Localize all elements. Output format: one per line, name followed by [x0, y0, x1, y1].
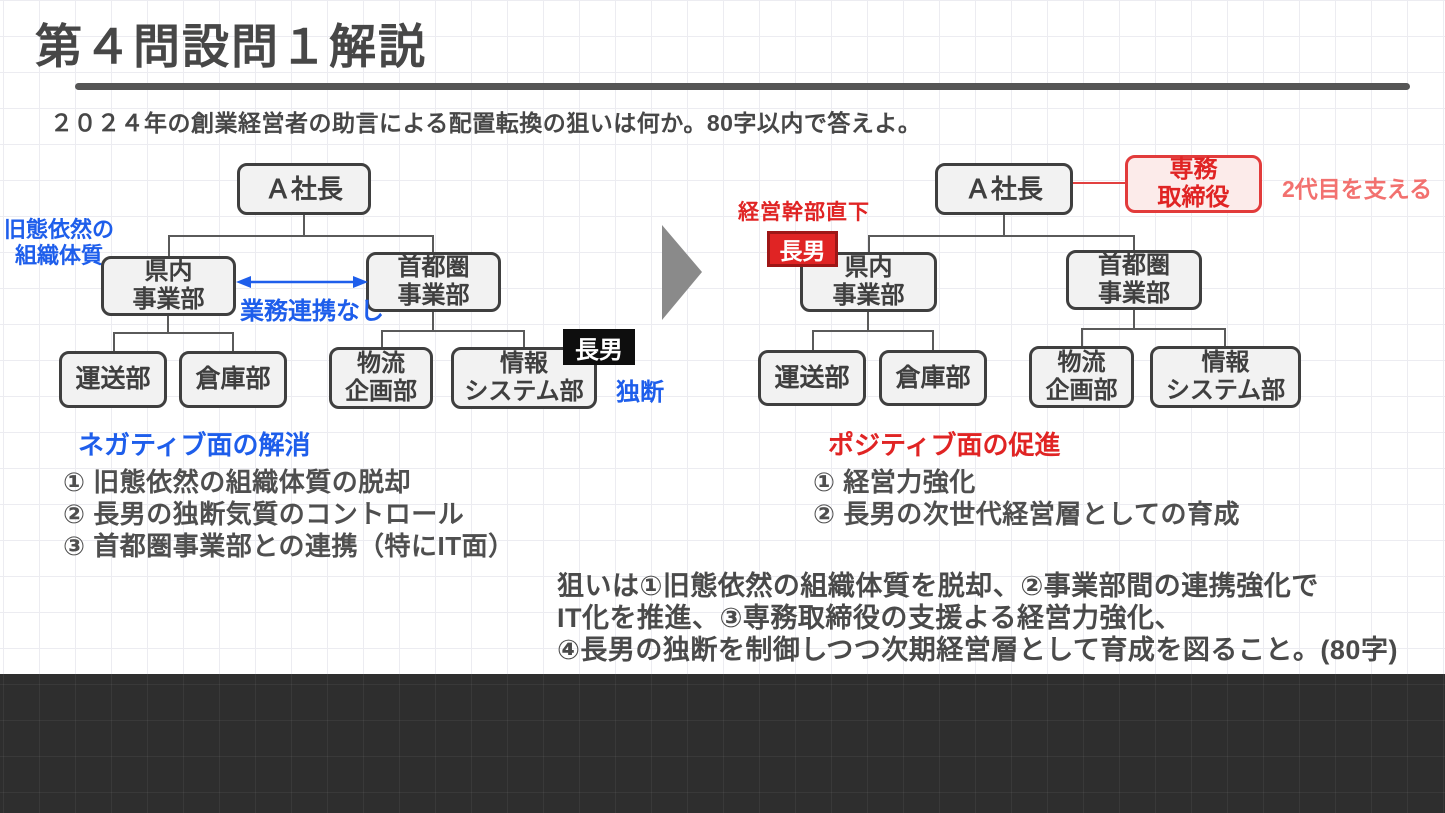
connector-line — [868, 235, 1135, 237]
after-box-joho: 情報 システム部 — [1150, 346, 1301, 408]
connector-line — [867, 312, 869, 330]
connector-line — [812, 330, 934, 332]
before-tag-eldest-son: 長男 — [563, 329, 635, 365]
after-box-shutoken-line1: 首都圏 — [1098, 252, 1170, 280]
after-box-president-label: Ａ社長 — [964, 173, 1043, 204]
after-box-butsuryu: 物流 企画部 — [1029, 346, 1134, 408]
before-box-butsuryu-line1: 物流 — [357, 350, 405, 378]
positive-item-2: ② 長男の次世代経営層としての育成 — [813, 499, 1240, 529]
before-box-kennai-line1: 県内 — [144, 258, 193, 286]
before-box-unsou-label: 運送部 — [75, 365, 151, 393]
after-box-kennai-line2: 事業部 — [832, 282, 905, 309]
before-box-joho-line1: 情報 — [500, 350, 548, 378]
after-tag-eldest-son-label: 長男 — [779, 238, 826, 264]
connector-line — [1003, 215, 1005, 235]
connector-line — [1133, 235, 1135, 250]
connector-line — [432, 312, 434, 330]
connector-line — [168, 235, 434, 237]
before-box-butsuryu-line2: 企画部 — [345, 378, 417, 405]
connector-line — [812, 330, 814, 350]
negative-list: ① 旧態依然の組織体質の脱却 ② 長男の独断気質のコントロール ③ 首都圏事業部… — [63, 466, 515, 562]
after-box-shutoken-line2: 事業部 — [1098, 280, 1170, 307]
before-box-president-label: Ａ社長 — [264, 173, 343, 204]
label-old-culture: 旧態依然の 組織体質 — [0, 217, 118, 269]
after-box-senmu: 専務 取締役 — [1125, 155, 1262, 213]
connector-line — [432, 235, 434, 252]
connector-line — [932, 330, 934, 350]
label-dokudan: 独断 — [616, 379, 664, 406]
after-box-senmu-line1: 専務 — [1169, 156, 1218, 184]
connector-line — [167, 316, 169, 332]
connector-line — [381, 330, 383, 347]
before-box-unsou: 運送部 — [59, 351, 167, 408]
before-box-shutoken-line2: 事業部 — [397, 282, 470, 309]
connector-line — [381, 330, 524, 332]
before-box-kennai: 県内 事業部 — [101, 256, 236, 316]
label-support-successor: 2代目を支える — [1282, 176, 1433, 202]
label-old-culture-line2: 組織体質 — [14, 242, 103, 268]
president-senmu-connector — [1073, 182, 1125, 184]
connector-line — [113, 332, 115, 351]
negative-item-2: ② 長男の独断気質のコントロール — [63, 499, 465, 529]
label-no-cooperation: 業務連携なし — [240, 298, 384, 325]
negative-item-3: ③ 首都圏事業部との連携（特にIT面） — [63, 531, 515, 561]
after-box-joho-line1: 情報 — [1201, 349, 1250, 377]
title-underline — [75, 83, 1410, 90]
before-box-joho-line2: システム部 — [464, 378, 584, 405]
before-box-president: Ａ社長 — [237, 163, 371, 215]
connector-line — [1081, 328, 1225, 330]
before-box-shutoken-line1: 首都圏 — [397, 254, 470, 282]
before-tag-eldest-son-label: 長男 — [575, 336, 623, 364]
negative-section: ネガティブ面の解消 ① 旧態依然の組織体質の脱却 ② 長男の独断気質のコントロー… — [63, 425, 515, 562]
after-tag-eldest-son: 長男 — [767, 231, 838, 267]
connector-line — [1224, 328, 1226, 346]
connector-line — [868, 235, 870, 252]
no-cooperation-arrow-icon — [236, 276, 368, 288]
connector-line — [523, 330, 525, 347]
before-box-kennai-line2: 事業部 — [132, 286, 205, 313]
page-title: 第４問設問１解説 — [35, 20, 427, 73]
after-box-souko-label: 倉庫部 — [895, 363, 971, 392]
connector-line — [1081, 328, 1083, 346]
connector-line — [232, 332, 234, 351]
before-box-souko-label: 倉庫部 — [195, 365, 271, 393]
after-box-kennai: 県内 事業部 — [800, 252, 937, 312]
negative-item-1: ① 旧態依然の組織体質の脱却 — [63, 467, 412, 497]
label-old-culture-line1: 旧態依然の — [3, 217, 114, 242]
positive-heading: ポジティブ面の促進 — [828, 430, 1061, 460]
after-box-senmu-line2: 取締役 — [1157, 184, 1230, 211]
model-answer-line3: ④長男の独断を制御しつつ次期経営層として育成を図ること。(80字) — [557, 635, 1398, 665]
after-box-kennai-line1: 県内 — [844, 254, 893, 282]
positive-item-1: ① 経営力強化 — [813, 467, 976, 497]
model-answer-line2: IT化を推進、③専務取締役の支援よる経営力強化、 — [557, 603, 1183, 633]
question-text: ２０２４年の創業経営者の助言による配置転換の狙いは何か。80字以内で答えよ。 — [50, 110, 922, 136]
connector-line — [168, 235, 170, 256]
after-box-butsuryu-line2: 企画部 — [1045, 377, 1118, 404]
after-box-unsou: 運送部 — [758, 350, 866, 406]
after-box-butsuryu-line1: 物流 — [1057, 349, 1106, 377]
footer-bar — [0, 674, 1445, 813]
model-answer-line1: 狙いは①旧態依然の組織体質を脱却、②事業部間の連携強化で — [557, 571, 1319, 601]
transition-arrow-icon — [662, 225, 702, 320]
after-box-unsou-label: 運送部 — [774, 363, 850, 392]
after-box-joho-line2: システム部 — [1165, 377, 1286, 404]
model-answer: 狙いは①旧態依然の組織体質を脱却、②事業部間の連携強化で IT化を推進、③専務取… — [557, 570, 1398, 666]
connector-line — [1133, 310, 1135, 328]
before-box-shutoken: 首都圏 事業部 — [366, 252, 501, 312]
negative-heading: ネガティブ面の解消 — [78, 430, 311, 460]
positive-list: ① 経営力強化 ② 長男の次世代経営層としての育成 — [813, 466, 1240, 530]
after-box-shutoken: 首都圏 事業部 — [1066, 250, 1202, 310]
after-box-souko: 倉庫部 — [879, 350, 987, 406]
connector-line — [113, 332, 234, 334]
connector-line — [303, 215, 305, 235]
positive-section: ポジティブ面の促進 ① 経営力強化 ② 長男の次世代経営層としての育成 — [813, 425, 1240, 530]
before-box-souko: 倉庫部 — [179, 351, 287, 408]
label-direct-report: 経営幹部直下 — [738, 201, 870, 224]
after-box-president: Ａ社長 — [935, 163, 1073, 215]
before-box-butsuryu: 物流 企画部 — [329, 347, 433, 409]
